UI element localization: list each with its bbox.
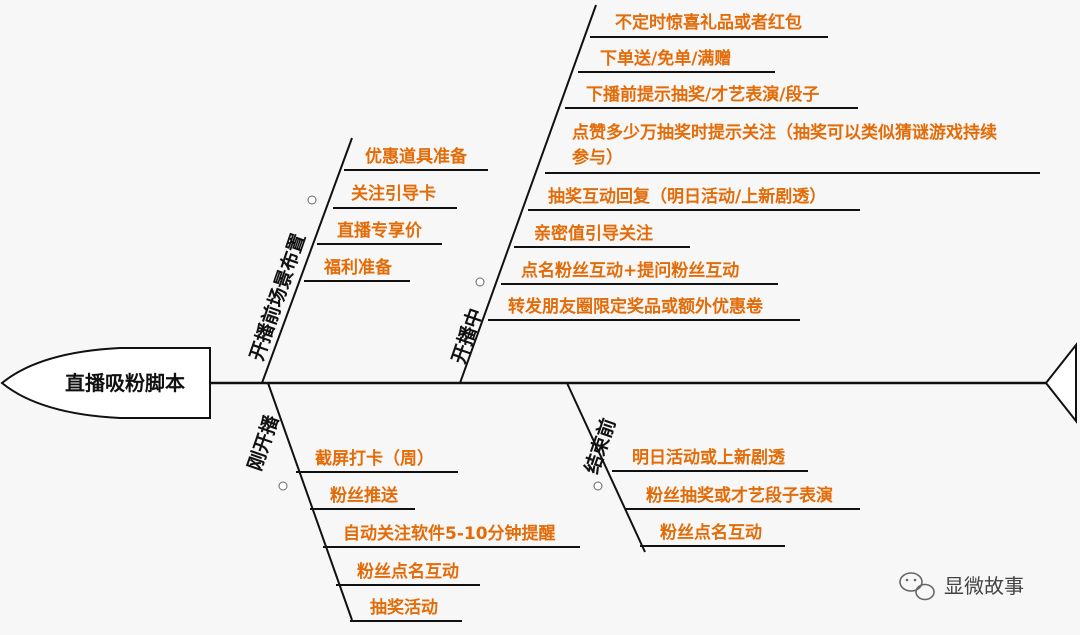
- list-item: 抽奖活动: [350, 597, 462, 622]
- list-item: 截屏打卡（周）: [296, 448, 458, 473]
- item-label: 截屏打卡（周）: [315, 448, 434, 469]
- list-item: 粉丝点名互动: [336, 561, 480, 586]
- collapse-toggle[interactable]: [307, 195, 317, 205]
- item-label: 转发朋友圈限定奖品或额外优惠卷: [508, 296, 764, 317]
- item-label: 福利准备: [323, 257, 393, 278]
- list-item: 点名粉丝互动+提问粉丝互动: [501, 260, 778, 285]
- item-label: 粉丝点名互动: [357, 561, 459, 582]
- list-item: 直播专享价: [317, 220, 442, 245]
- watermark-text: 显微故事: [944, 574, 1024, 598]
- item-label: 下播前提示抽奖/才艺表演/段子: [586, 84, 819, 105]
- item-label: 优惠道具准备: [365, 146, 468, 167]
- list-item: 明日活动或上新剧透: [612, 447, 808, 472]
- list-item: 下单送/免单/满赠: [578, 48, 775, 73]
- branch-bone: [267, 382, 353, 621]
- list-item: 下播前提示抽奖/才艺表演/段子: [565, 84, 858, 109]
- branch-bone: [566, 382, 646, 553]
- list-item: 粉丝推送: [310, 485, 415, 510]
- item-label: 粉丝抽奖或才艺段子表演: [646, 485, 833, 506]
- list-item: 亲密值引导关注: [514, 223, 690, 248]
- item-label: 不定时惊喜礼品或者红包: [615, 12, 802, 33]
- item-label: 亲密值引导关注: [534, 223, 653, 244]
- list-item: 转发朋友圈限定奖品或额外优惠卷: [488, 296, 800, 321]
- list-item: 不定时惊喜礼品或者红包: [590, 12, 828, 38]
- list-item: 点赞多少万抽奖时提示关注（抽奖可以类似猜谜游戏持续 参与）: [545, 122, 1040, 174]
- item-label: 抽奖互动回复（明日活动/上新剧透）: [548, 186, 826, 207]
- item-label: 直播专享价: [337, 220, 423, 241]
- watermark: 显微故事: [899, 572, 1024, 601]
- fish-tail: [1044, 342, 1077, 424]
- item-label: 明日活动或上新剧透: [632, 447, 786, 468]
- item-label: 粉丝推送: [330, 485, 399, 506]
- item-label: 关注引导卡: [351, 183, 436, 204]
- list-item: 粉丝点名互动: [640, 522, 785, 547]
- branch-bone: [459, 4, 597, 384]
- wechat-icon: [899, 572, 935, 601]
- item-label-continuation: 参与）: [572, 147, 623, 168]
- item-label: 抽奖活动: [370, 597, 438, 618]
- list-item: 抽奖互动回复（明日活动/上新剧透）: [528, 186, 860, 211]
- list-item: 福利准备: [304, 257, 410, 282]
- item-label: 点赞多少万抽奖时提示关注（抽奖可以类似猜谜游戏持续: [572, 122, 997, 143]
- item-label: 下单送/免单/满赠: [600, 48, 731, 69]
- item-label: 粉丝点名互动: [660, 522, 762, 543]
- list-item: 粉丝抽奖或才艺段子表演: [626, 485, 860, 510]
- fish-head: [0, 347, 211, 419]
- collapse-toggle[interactable]: [475, 277, 485, 287]
- head-title: 直播吸粉脚本: [65, 371, 185, 395]
- list-item: 优惠道具准备: [344, 146, 488, 171]
- branch-during: 开播中 不定时惊喜礼品或者红包 下单送/免单/满赠 下播前提示抽奖/才艺表演/段…: [447, 4, 1040, 384]
- branch-just-started: 刚开播 截屏打卡（周） 粉丝推送 自动关注软件5-10分钟提醒 粉丝点名互动 抽…: [244, 382, 580, 622]
- list-item: 关注引导卡: [333, 183, 457, 209]
- branch-before-end: 结束前 明日活动或上新剧透 粉丝抽奖或才艺段子表演 粉丝点名互动: [566, 382, 860, 553]
- collapse-toggle[interactable]: [278, 481, 288, 491]
- item-label: 自动关注软件5-10分钟提醒: [343, 523, 556, 544]
- branch-bone: [261, 137, 353, 384]
- collapse-toggle[interactable]: [593, 481, 603, 491]
- list-item: 自动关注软件5-10分钟提醒: [323, 523, 580, 548]
- branch-label: 开播中: [447, 305, 487, 366]
- item-label: 点名粉丝互动+提问粉丝互动: [521, 260, 739, 281]
- branch-label: 刚开播: [244, 412, 284, 474]
